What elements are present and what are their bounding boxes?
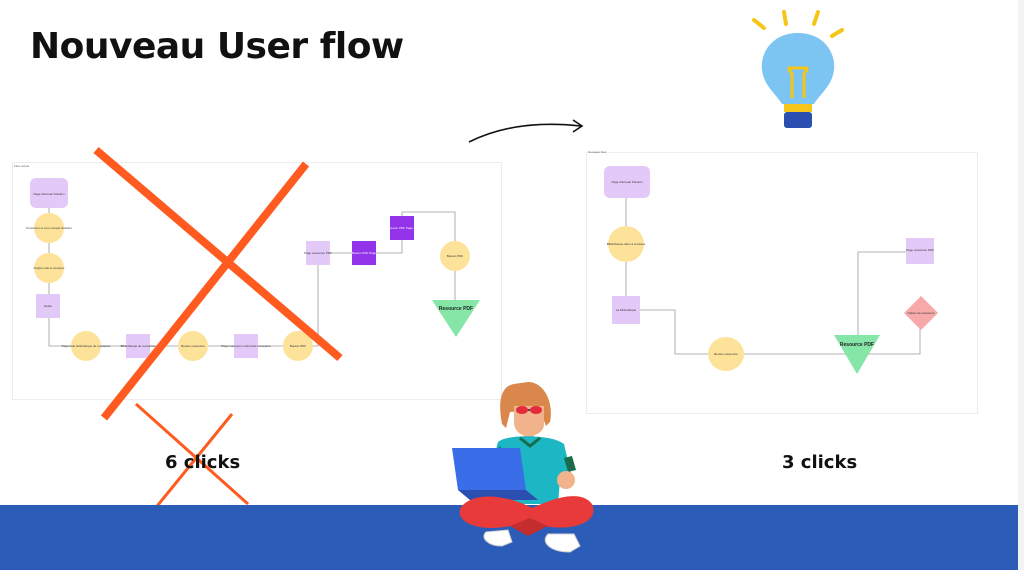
flow-node-label: Page aide bibliothèque de ressource (62, 344, 111, 348)
flow-node-label: Page ressource recherche ressource (221, 344, 271, 348)
flow-node (604, 166, 650, 198)
flow-node (30, 178, 68, 208)
flow-node-label: Resource PDF (840, 342, 874, 348)
light-bulb-icon (752, 10, 844, 128)
new-flow-panel (586, 152, 978, 414)
flow-node (608, 226, 644, 262)
flow-node (71, 331, 101, 361)
flow-node (283, 331, 313, 361)
flow-node-label: Bouton PDF Page (352, 251, 377, 255)
flow-node-label: Bouton PDF (290, 344, 307, 348)
flow-node (432, 300, 480, 337)
flow-node (352, 241, 376, 265)
old-flow-clicks-count: 6 clicks (165, 452, 241, 473)
flow-node-label: Onglet outil et comptes (34, 266, 65, 270)
flow-node (178, 331, 208, 361)
flow-node-label: Option de ressource (907, 311, 934, 315)
flow-node (36, 294, 60, 318)
curved-arrow-icon (468, 119, 584, 143)
flow-node (234, 334, 258, 358)
flow-node (834, 335, 880, 374)
person-with-laptop-illustration (452, 382, 594, 553)
flow-node (306, 241, 330, 265)
flow-node (612, 296, 640, 324)
new-flow-panel-label: Nouveau flow (588, 150, 607, 154)
flow-node-label: Bouton PDF Page 2 (389, 226, 416, 230)
flow-node (904, 296, 938, 330)
page-title: Nouveau User flow (30, 26, 404, 67)
flow-node-label: Bouton ressource (714, 352, 738, 356)
flow-node-label: Bibliothèque dans à comptes (607, 242, 646, 246)
new-flow-clicks-count: 3 clicks (782, 452, 858, 473)
flow-node-label: Page d'accueil Solution (611, 180, 642, 184)
flow-node (126, 334, 150, 358)
flow-node-label: Resource PDF (439, 306, 473, 312)
flow-node (390, 216, 414, 240)
flow-node-label: Connexion à mon compte Solution (26, 226, 72, 230)
flow-node (440, 241, 470, 271)
old-flow-panel (12, 162, 502, 400)
flow-node-label: Guide (44, 304, 52, 308)
flow-node-label: Page d'accueil Solution (33, 192, 64, 196)
flow-node (906, 238, 934, 264)
flow-node-label: Bibliothèque de ressource (121, 344, 156, 348)
flow-node-label: Page ressource PDF (906, 248, 934, 252)
old-flow-panel-label: Flow actuel (14, 164, 30, 168)
flow-node-label: Bouton PDF (447, 254, 464, 258)
slide-edge (1018, 0, 1024, 570)
flow-node-label: La bibliothèque (616, 308, 637, 312)
flow-node-label: Page ressource PDF (304, 251, 332, 255)
flow-node (34, 253, 64, 283)
flow-node (708, 337, 744, 371)
flow-node-label: Bouton ressource (181, 344, 205, 348)
flow-node (34, 213, 64, 243)
